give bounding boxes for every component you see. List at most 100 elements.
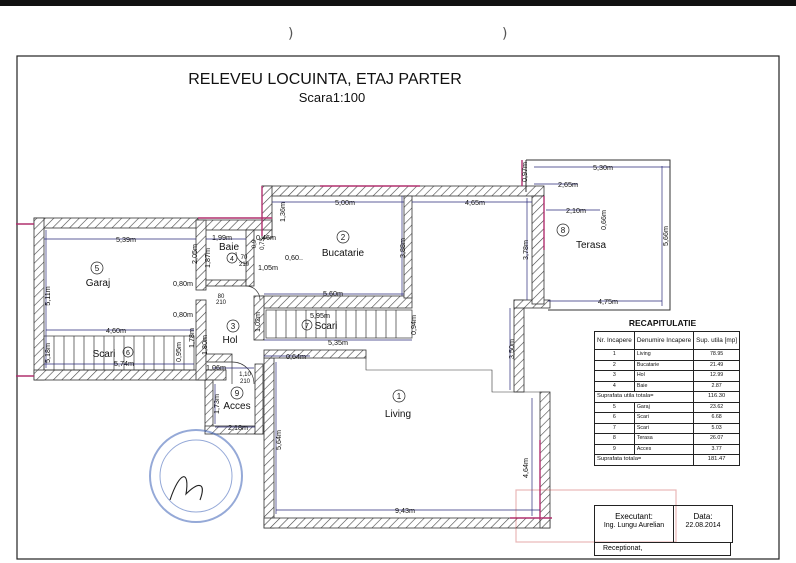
dim-terrace-depth: 5,66m — [661, 226, 670, 246]
dim-378: 3,78m — [521, 240, 530, 260]
dim-073: 0,73 — [260, 238, 266, 250]
receptionat-box: Receptionat, — [594, 542, 731, 556]
dim-535: 5,35m — [328, 338, 348, 347]
dim-173: 1,73m — [212, 394, 221, 414]
room-6-marker — [122, 346, 134, 358]
dim-064: 0,64m — [286, 352, 306, 361]
room-1-number: 1 — [397, 392, 402, 401]
dim-574: 5,74m — [114, 359, 134, 368]
wall-top-main — [261, 185, 545, 197]
cell-nr: 9 — [594, 443, 635, 455]
sum-util-value: 116.30 — [693, 391, 741, 403]
dim-garage-width: 5,39m — [116, 235, 136, 244]
room-8-number: 8 — [561, 226, 566, 235]
room-9-name: Acces — [223, 401, 250, 412]
room-6-number: 6 — [126, 350, 130, 357]
binder-mark-left: ) — [288, 26, 294, 42]
cell-value: 23.62 — [693, 401, 741, 413]
dim-180: 1,80m — [200, 335, 209, 355]
wall-terrace-left — [531, 195, 545, 305]
dim-094: 0,94m — [409, 315, 418, 335]
cell-name: Scari — [633, 412, 695, 424]
walls — [33, 185, 551, 529]
sheet-frame — [16, 55, 780, 560]
dim-465: 4,65m — [465, 198, 485, 207]
dim-garage-depth: 5,11m — [43, 286, 52, 305]
dim-living-width: 9,43m — [395, 506, 415, 515]
dim-210: 2,10m — [566, 206, 586, 215]
recap-header-row: Nr. Incapere Denumire Incapere Sup. util… — [594, 331, 741, 350]
dim-kitchen-depth: 3,88m — [398, 238, 407, 258]
dim-046: 0,46m — [256, 233, 276, 242]
cell-value: 3.77 — [693, 443, 741, 455]
dim-218: 2,18m — [228, 423, 248, 432]
dim-080-a: 0,80m — [173, 279, 193, 288]
room-7-name: Scari — [315, 321, 338, 332]
header-denumire: Denumire Incapere — [633, 331, 695, 350]
wall-access-right — [254, 363, 264, 435]
door-bath-swing — [235, 251, 249, 265]
wall-bath-bottom — [205, 279, 247, 287]
header-nr: Nr. Incapere — [594, 331, 635, 350]
recap-title: RECAPITULATIE — [628, 318, 697, 328]
wall-living-bottom — [263, 517, 551, 529]
cell-name: Hol — [633, 370, 695, 382]
room-7-marker — [301, 319, 313, 331]
cell-name: Garaj — [633, 401, 695, 413]
cell-name: Living — [633, 349, 695, 361]
dim-060: 0,60.. — [285, 253, 303, 262]
wall-living-left — [263, 357, 275, 529]
living-inner-line — [365, 358, 540, 393]
door-bath-width: 70 — [241, 255, 248, 261]
terrace-outline — [526, 159, 671, 311]
wall-living-top — [263, 349, 367, 359]
signature-mark — [169, 476, 203, 501]
dim-106: 1,06m — [206, 363, 226, 372]
plan-title: RELEVEU LOCUINTA, ETAJ PARTER — [188, 71, 462, 88]
dim-080-b: 0,80m — [173, 310, 193, 319]
recap-panel: RECAPITULATIE Nr. Incapere Denumire Inca… — [593, 318, 741, 466]
recap-table: Nr. Incapere Denumire Incapere Sup. util… — [593, 331, 741, 466]
room-3-marker — [226, 319, 240, 333]
room-5-name: Garaj — [86, 278, 110, 289]
dim-097: 0,97m — [520, 162, 529, 182]
wall-bath-right — [245, 229, 255, 287]
date-value: 22.08.2014 — [685, 522, 721, 529]
cell-nr: 6 — [594, 412, 635, 424]
doors — [231, 251, 261, 385]
dim-560: 5,60m — [323, 289, 343, 298]
dim-095: 0,95m — [174, 342, 183, 362]
dim-460: 4,60m — [106, 326, 126, 335]
room-5-marker — [90, 261, 104, 275]
sum-util-label: Suprafata utila totala= — [593, 391, 695, 403]
binder-mark-right: ) — [502, 26, 508, 42]
room-6-name: Scari — [93, 349, 116, 360]
round-stamp — [149, 429, 243, 523]
room-9-marker — [230, 386, 244, 400]
door-access-width: 1,10 — [239, 372, 251, 378]
room-3-number: 3 — [231, 322, 236, 331]
cell-name: Baie — [633, 380, 695, 392]
dim-178: 1,78m — [187, 328, 196, 348]
cell-nr: 2 — [594, 359, 635, 371]
door-bath-height: 210 — [239, 262, 250, 268]
room-4-name: Baie — [219, 242, 239, 253]
plan-scale: Scara1:100 — [299, 90, 366, 105]
dim-066: 0,66m — [599, 210, 608, 230]
dim-350: 3,50m — [507, 339, 516, 359]
cell-value: 78.95 — [693, 349, 741, 361]
cell-value: 12.99 — [693, 370, 741, 382]
cell-name: Bucatarie — [633, 359, 695, 371]
room-5-number: 5 — [95, 264, 100, 273]
dim-105: 1,05m — [258, 263, 278, 272]
door-hall-swing — [245, 285, 261, 301]
door-access-swing — [231, 361, 255, 385]
executant-name: Ing. Lungu Aurelian — [603, 522, 665, 529]
executant-label: Executant: — [615, 512, 653, 521]
wall-hall-right — [253, 295, 265, 341]
cell-value: 6.68 — [693, 412, 741, 424]
